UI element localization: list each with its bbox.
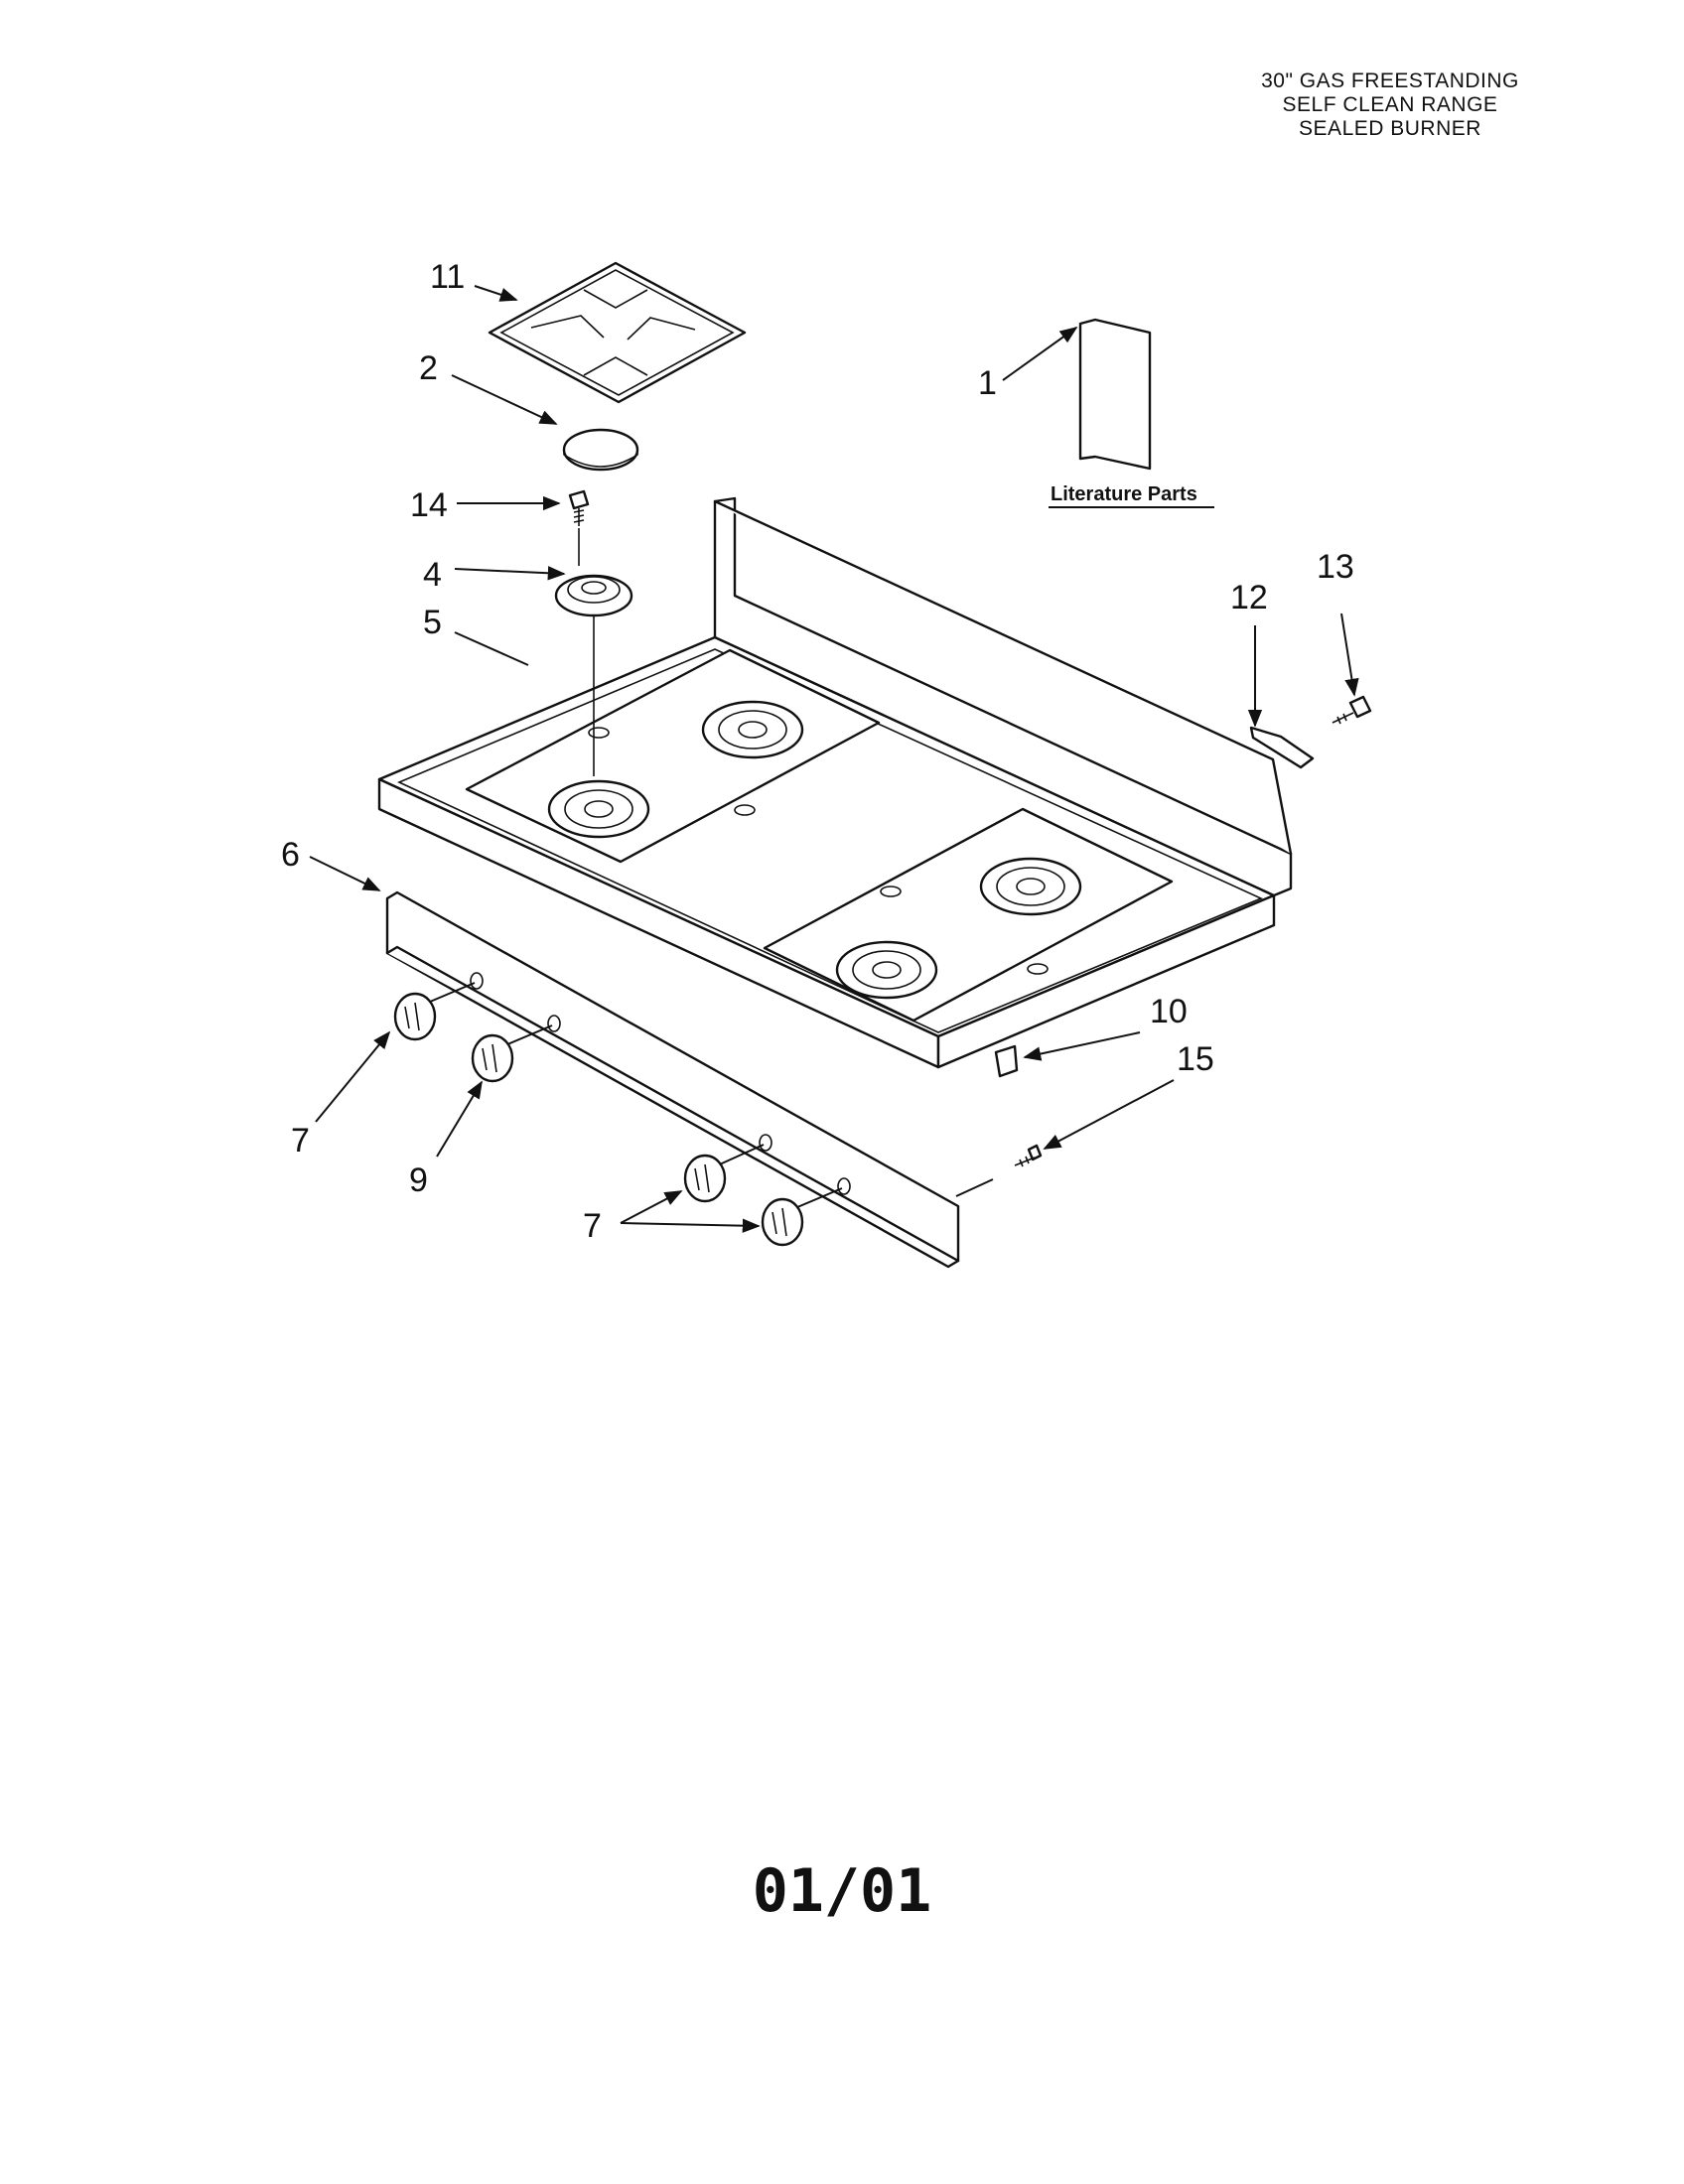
knob-second: [471, 1024, 553, 1083]
screw-14: [568, 489, 590, 526]
callout-12: 12: [1230, 579, 1268, 616]
page-number: 01/01: [752, 1856, 932, 1926]
callout-9: 9: [409, 1161, 428, 1199]
knob-right: [761, 1187, 843, 1247]
burner-base: [554, 528, 633, 776]
callout-13: 13: [1317, 548, 1354, 586]
diagram-title: 30" GAS FREESTANDING SELF CLEAN RANGE SE…: [1192, 69, 1589, 141]
callout-2: 2: [419, 349, 438, 387]
callout-11: 11: [430, 258, 465, 296]
callout-1: 1: [978, 364, 997, 402]
burner-grate: [488, 261, 747, 404]
bracket-12: [1249, 726, 1315, 769]
title-line-2: SELF CLEAN RANGE: [1282, 93, 1498, 116]
screw-13: [1332, 695, 1372, 725]
callout-15: 15: [1177, 1040, 1214, 1078]
clip-10: [994, 1044, 1019, 1078]
callout-4: 4: [423, 556, 442, 594]
burner-rear-right: [979, 857, 1082, 916]
callout-10: 10: [1150, 993, 1188, 1030]
literature-booklet: Literature Parts: [1049, 318, 1214, 508]
callouts: 11 2 14 4 5 1 12 13 6 7 9 7 10 15: [281, 258, 1354, 1245]
burner-rear-left: [701, 700, 804, 759]
literature-parts-label: Literature Parts: [1051, 483, 1197, 505]
title-line-1: 30" GAS FREESTANDING: [1261, 69, 1519, 92]
callout-6: 6: [281, 836, 300, 874]
callout-14: 14: [410, 486, 448, 524]
burner-cap: [562, 428, 639, 472]
manifold-panel: [385, 890, 960, 1269]
burner-front-right: [835, 940, 938, 1000]
callout-5: 5: [423, 604, 442, 641]
knob-left: [393, 982, 476, 1041]
screw-15: [1014, 1144, 1043, 1167]
title-line-3: SEALED BURNER: [1299, 117, 1481, 140]
burner-front-left: [547, 779, 650, 839]
leader-lines: [309, 285, 1359, 1233]
cooktop: [377, 496, 1293, 1069]
callout-7-bottom: 7: [583, 1207, 602, 1245]
callout-7-left: 7: [291, 1122, 310, 1160]
knob-third: [683, 1144, 765, 1203]
